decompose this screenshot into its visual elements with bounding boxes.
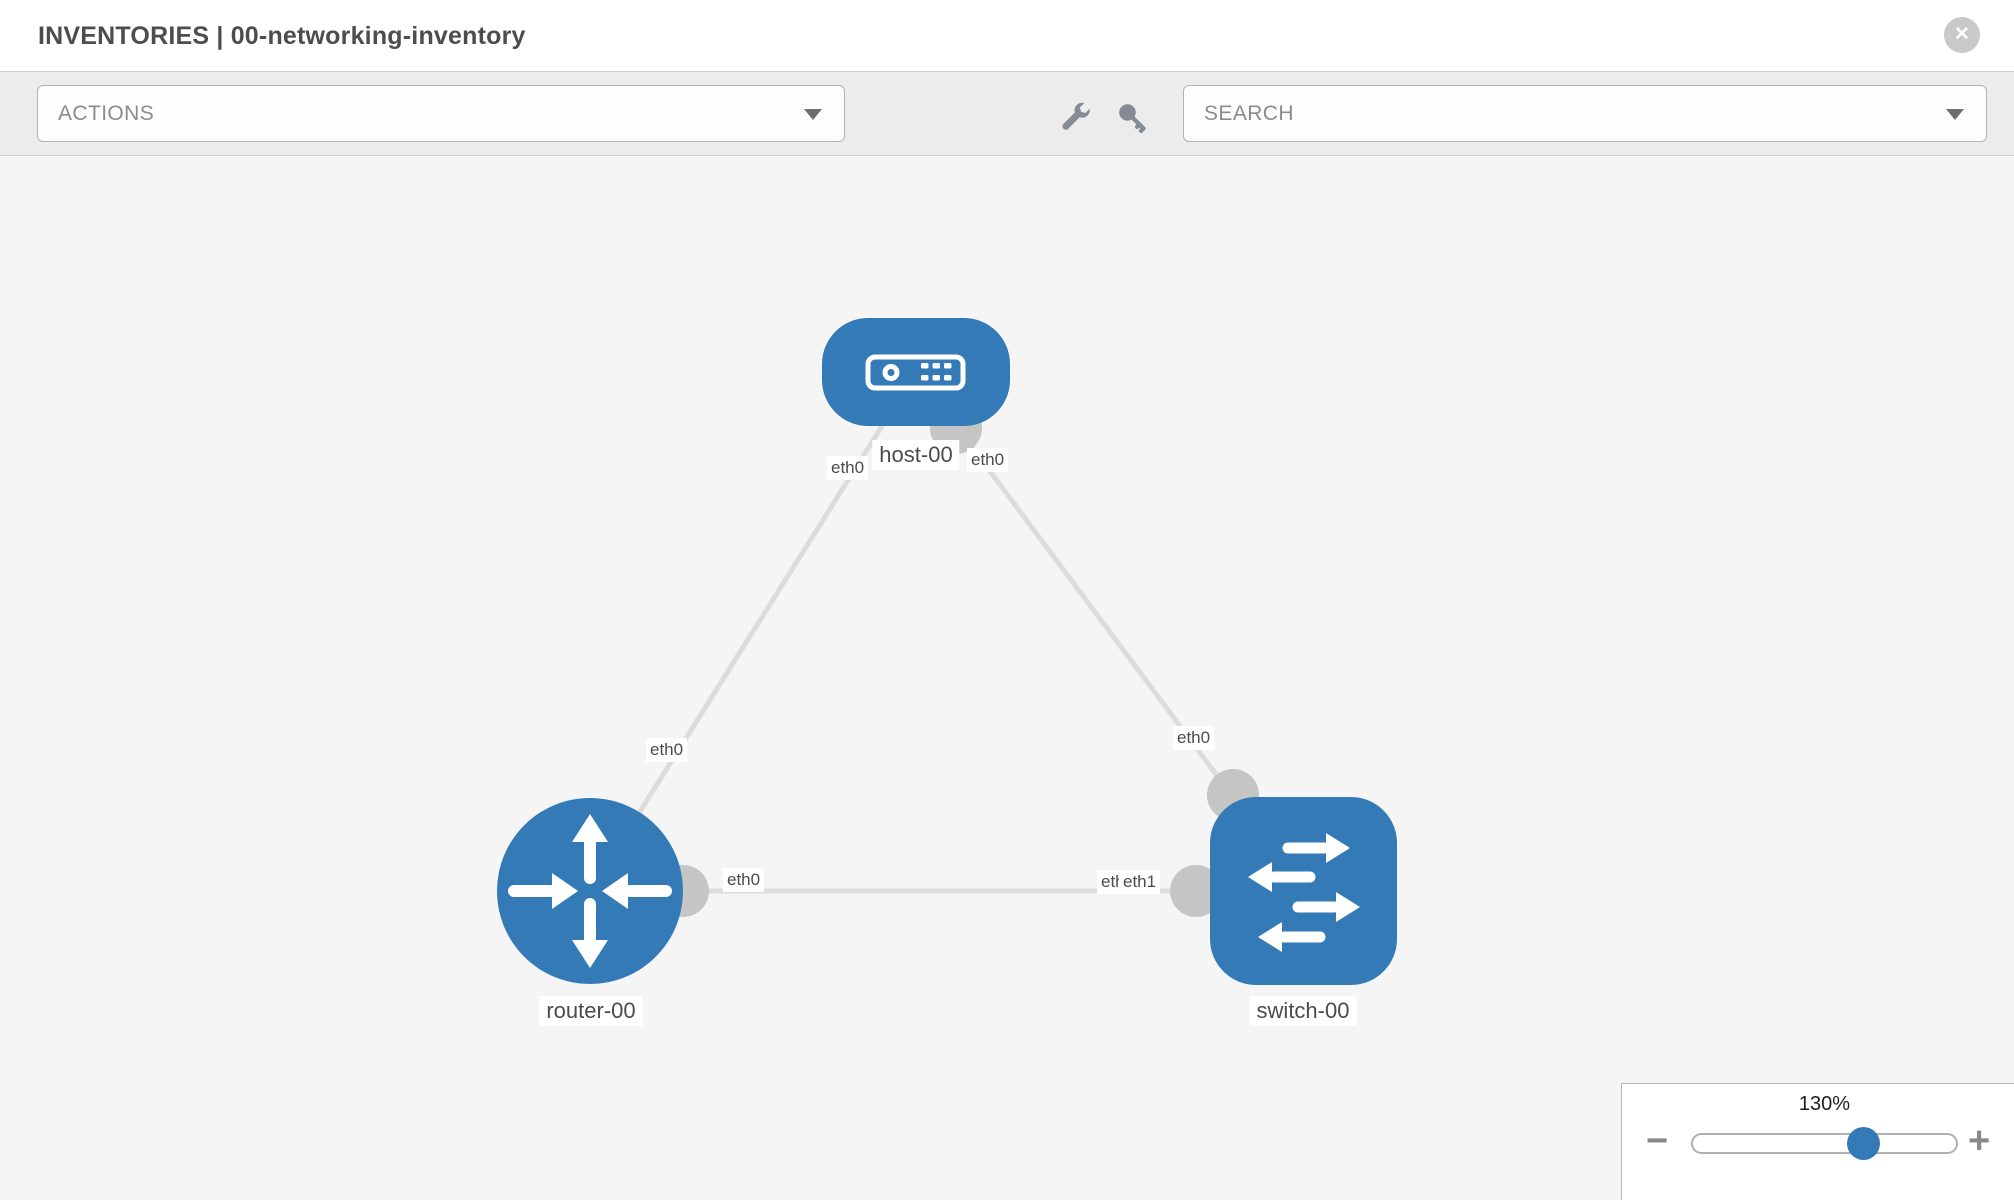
node-label-host: host-00 — [872, 440, 960, 470]
zoom-out-button[interactable]: − — [1646, 1120, 1668, 1163]
close-icon: ✕ — [1954, 24, 1970, 45]
router-node-shape[interactable] — [497, 798, 683, 984]
minus-icon: − — [1646, 1120, 1669, 1162]
zoom-level-value: 130% — [1798, 1093, 1851, 1115]
router-arrows-icon — [508, 814, 672, 968]
node-host-00[interactable] — [822, 318, 1010, 426]
wrench-icon — [1062, 102, 1090, 130]
interface-label: eth0 — [1173, 726, 1215, 750]
plus-icon: + — [1968, 1120, 1991, 1162]
link-endpoints — [657, 402, 1259, 917]
search-dropdown[interactable]: SEARCH — [1183, 85, 1987, 142]
zoom-slider-thumb[interactable] — [1847, 1127, 1880, 1160]
node-router-00[interactable] — [497, 798, 683, 984]
interface-label: eth0 — [967, 448, 1009, 472]
host-node-shape[interactable] — [822, 318, 1010, 426]
interface-label: eth0 — [646, 738, 688, 762]
topology-canvas[interactable]: eth0 eth0 eth0 eth0 eth0 eth0 eth1 host-… — [0, 156, 2014, 1200]
page-title: INVENTORIES | 00-networking-inventory — [38, 22, 526, 50]
zoom-control-panel: 130% − + — [1621, 1083, 2014, 1200]
actions-dropdown-label: ACTIONS — [58, 101, 155, 125]
search-dropdown-label: SEARCH — [1204, 101, 1294, 125]
switch-node-shape[interactable] — [1210, 797, 1397, 985]
chevron-down-icon — [804, 108, 822, 120]
actions-dropdown[interactable]: ACTIONS — [37, 85, 845, 142]
node-label-switch: switch-00 — [1249, 996, 1357, 1026]
toolbar: ACTIONS SEARCH — [0, 72, 2014, 156]
interface-label: eth1 — [1119, 870, 1161, 894]
zoom-slider-track[interactable] — [1691, 1133, 1958, 1154]
node-switch-00[interactable] — [1210, 797, 1397, 985]
close-button[interactable]: ✕ — [1944, 17, 1980, 53]
key-icon — [1119, 103, 1146, 133]
interface-label: eth0 — [723, 868, 765, 892]
zoom-in-button[interactable]: + — [1968, 1120, 1990, 1163]
switch-arrows-icon — [1248, 833, 1360, 952]
interface-label: eth0 — [827, 456, 869, 480]
node-label-router: router-00 — [539, 996, 643, 1026]
chevron-down-icon — [1946, 108, 1964, 120]
configure-button[interactable] — [1056, 98, 1096, 138]
server-icon — [865, 354, 966, 391]
credentials-button[interactable] — [1112, 98, 1152, 138]
endpoint-router-switch-at-switch — [1170, 865, 1222, 917]
header: INVENTORIES | 00-networking-inventory ✕ — [0, 0, 2014, 72]
